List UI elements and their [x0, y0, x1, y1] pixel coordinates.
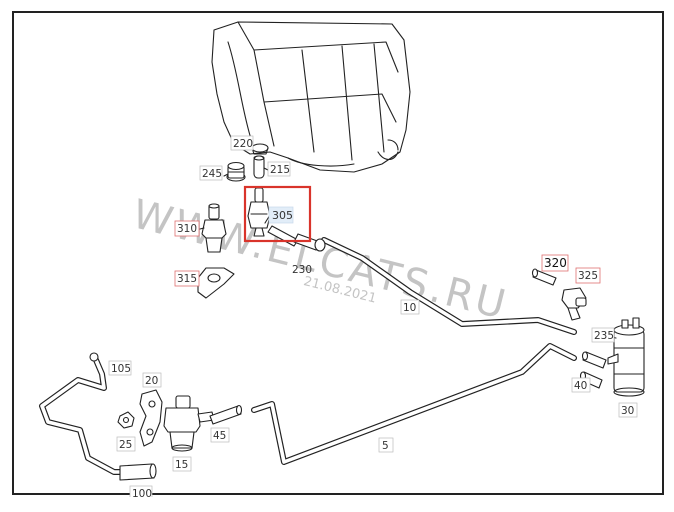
part-label-310[interactable]: 310	[174, 220, 200, 237]
pipe-105	[39, 352, 129, 475]
part-label-245[interactable]: 245	[199, 165, 223, 181]
part-15	[163, 395, 215, 452]
part-25	[117, 411, 135, 429]
part-label-text: 325	[578, 270, 598, 282]
part-label-text: 5	[382, 440, 389, 452]
part-245	[226, 161, 246, 182]
part-label-45[interactable]: 45	[210, 427, 230, 443]
part-label-235[interactable]: 235	[591, 327, 615, 343]
part-30	[607, 317, 645, 397]
part-label-text: 310	[177, 223, 197, 235]
part-320	[531, 268, 557, 286]
part-label-text: 230	[292, 264, 312, 276]
selected-part-highlight	[243, 185, 312, 243]
part-label-text: 30	[621, 405, 634, 417]
part-label-text: 220	[233, 138, 253, 150]
part-label-text: 15	[175, 459, 188, 471]
part-label-20[interactable]: 20	[142, 372, 162, 388]
part-215	[253, 155, 265, 179]
part-45	[209, 404, 243, 425]
pipe-10	[321, 237, 577, 335]
parts-diagram: WWW.ELCATS.RU 21.08.2021	[39, 21, 645, 497]
part-label-40[interactable]: 40	[571, 377, 591, 393]
part-label-text: 305	[272, 209, 293, 222]
part-label-text: 10	[403, 302, 416, 314]
part-310	[201, 203, 227, 253]
part-label-text: 215	[270, 164, 290, 176]
part-label-text: 45	[213, 430, 226, 442]
part-label-230[interactable]: 230	[292, 264, 312, 276]
fuel-tank	[211, 21, 411, 173]
pipe-5	[251, 343, 577, 465]
part-label-text: 315	[177, 273, 197, 285]
part-label-text: 245	[202, 168, 222, 180]
part-label-text: 320	[544, 256, 567, 270]
part-label-100[interactable]: 100	[129, 485, 153, 497]
part-label-305[interactable]: 305	[268, 206, 294, 224]
part-label-10[interactable]: 10	[400, 299, 420, 315]
part-235	[581, 351, 607, 369]
part-label-320[interactable]: 320	[541, 254, 569, 272]
watermark-text: WWW.ELCATS.RU	[128, 191, 513, 329]
diagram-frame: WWW.ELCATS.RU 21.08.2021	[12, 11, 664, 497]
part-label-text: 100	[132, 488, 152, 497]
part-label-215[interactable]: 215	[267, 161, 291, 177]
part-label-text: 20	[145, 375, 158, 387]
part-100	[119, 463, 157, 481]
part-label-25[interactable]: 25	[116, 436, 136, 452]
part-label-315[interactable]: 315	[174, 270, 200, 287]
part-label-5[interactable]: 5	[378, 437, 394, 453]
part-label-325[interactable]: 325	[575, 267, 601, 284]
part-20	[139, 389, 163, 447]
part-325	[561, 287, 587, 321]
part-label-30[interactable]: 30	[618, 402, 638, 418]
part-label-text: 105	[111, 363, 131, 375]
part-label-text: 25	[119, 439, 132, 451]
part-label-text: 40	[574, 380, 587, 392]
part-label-15[interactable]: 15	[172, 456, 192, 472]
part-label-text: 235	[594, 330, 614, 342]
part-label-220[interactable]: 220	[230, 135, 254, 151]
part-label-105[interactable]: 105	[108, 360, 132, 376]
part-315	[197, 267, 235, 299]
part-305	[247, 187, 271, 237]
